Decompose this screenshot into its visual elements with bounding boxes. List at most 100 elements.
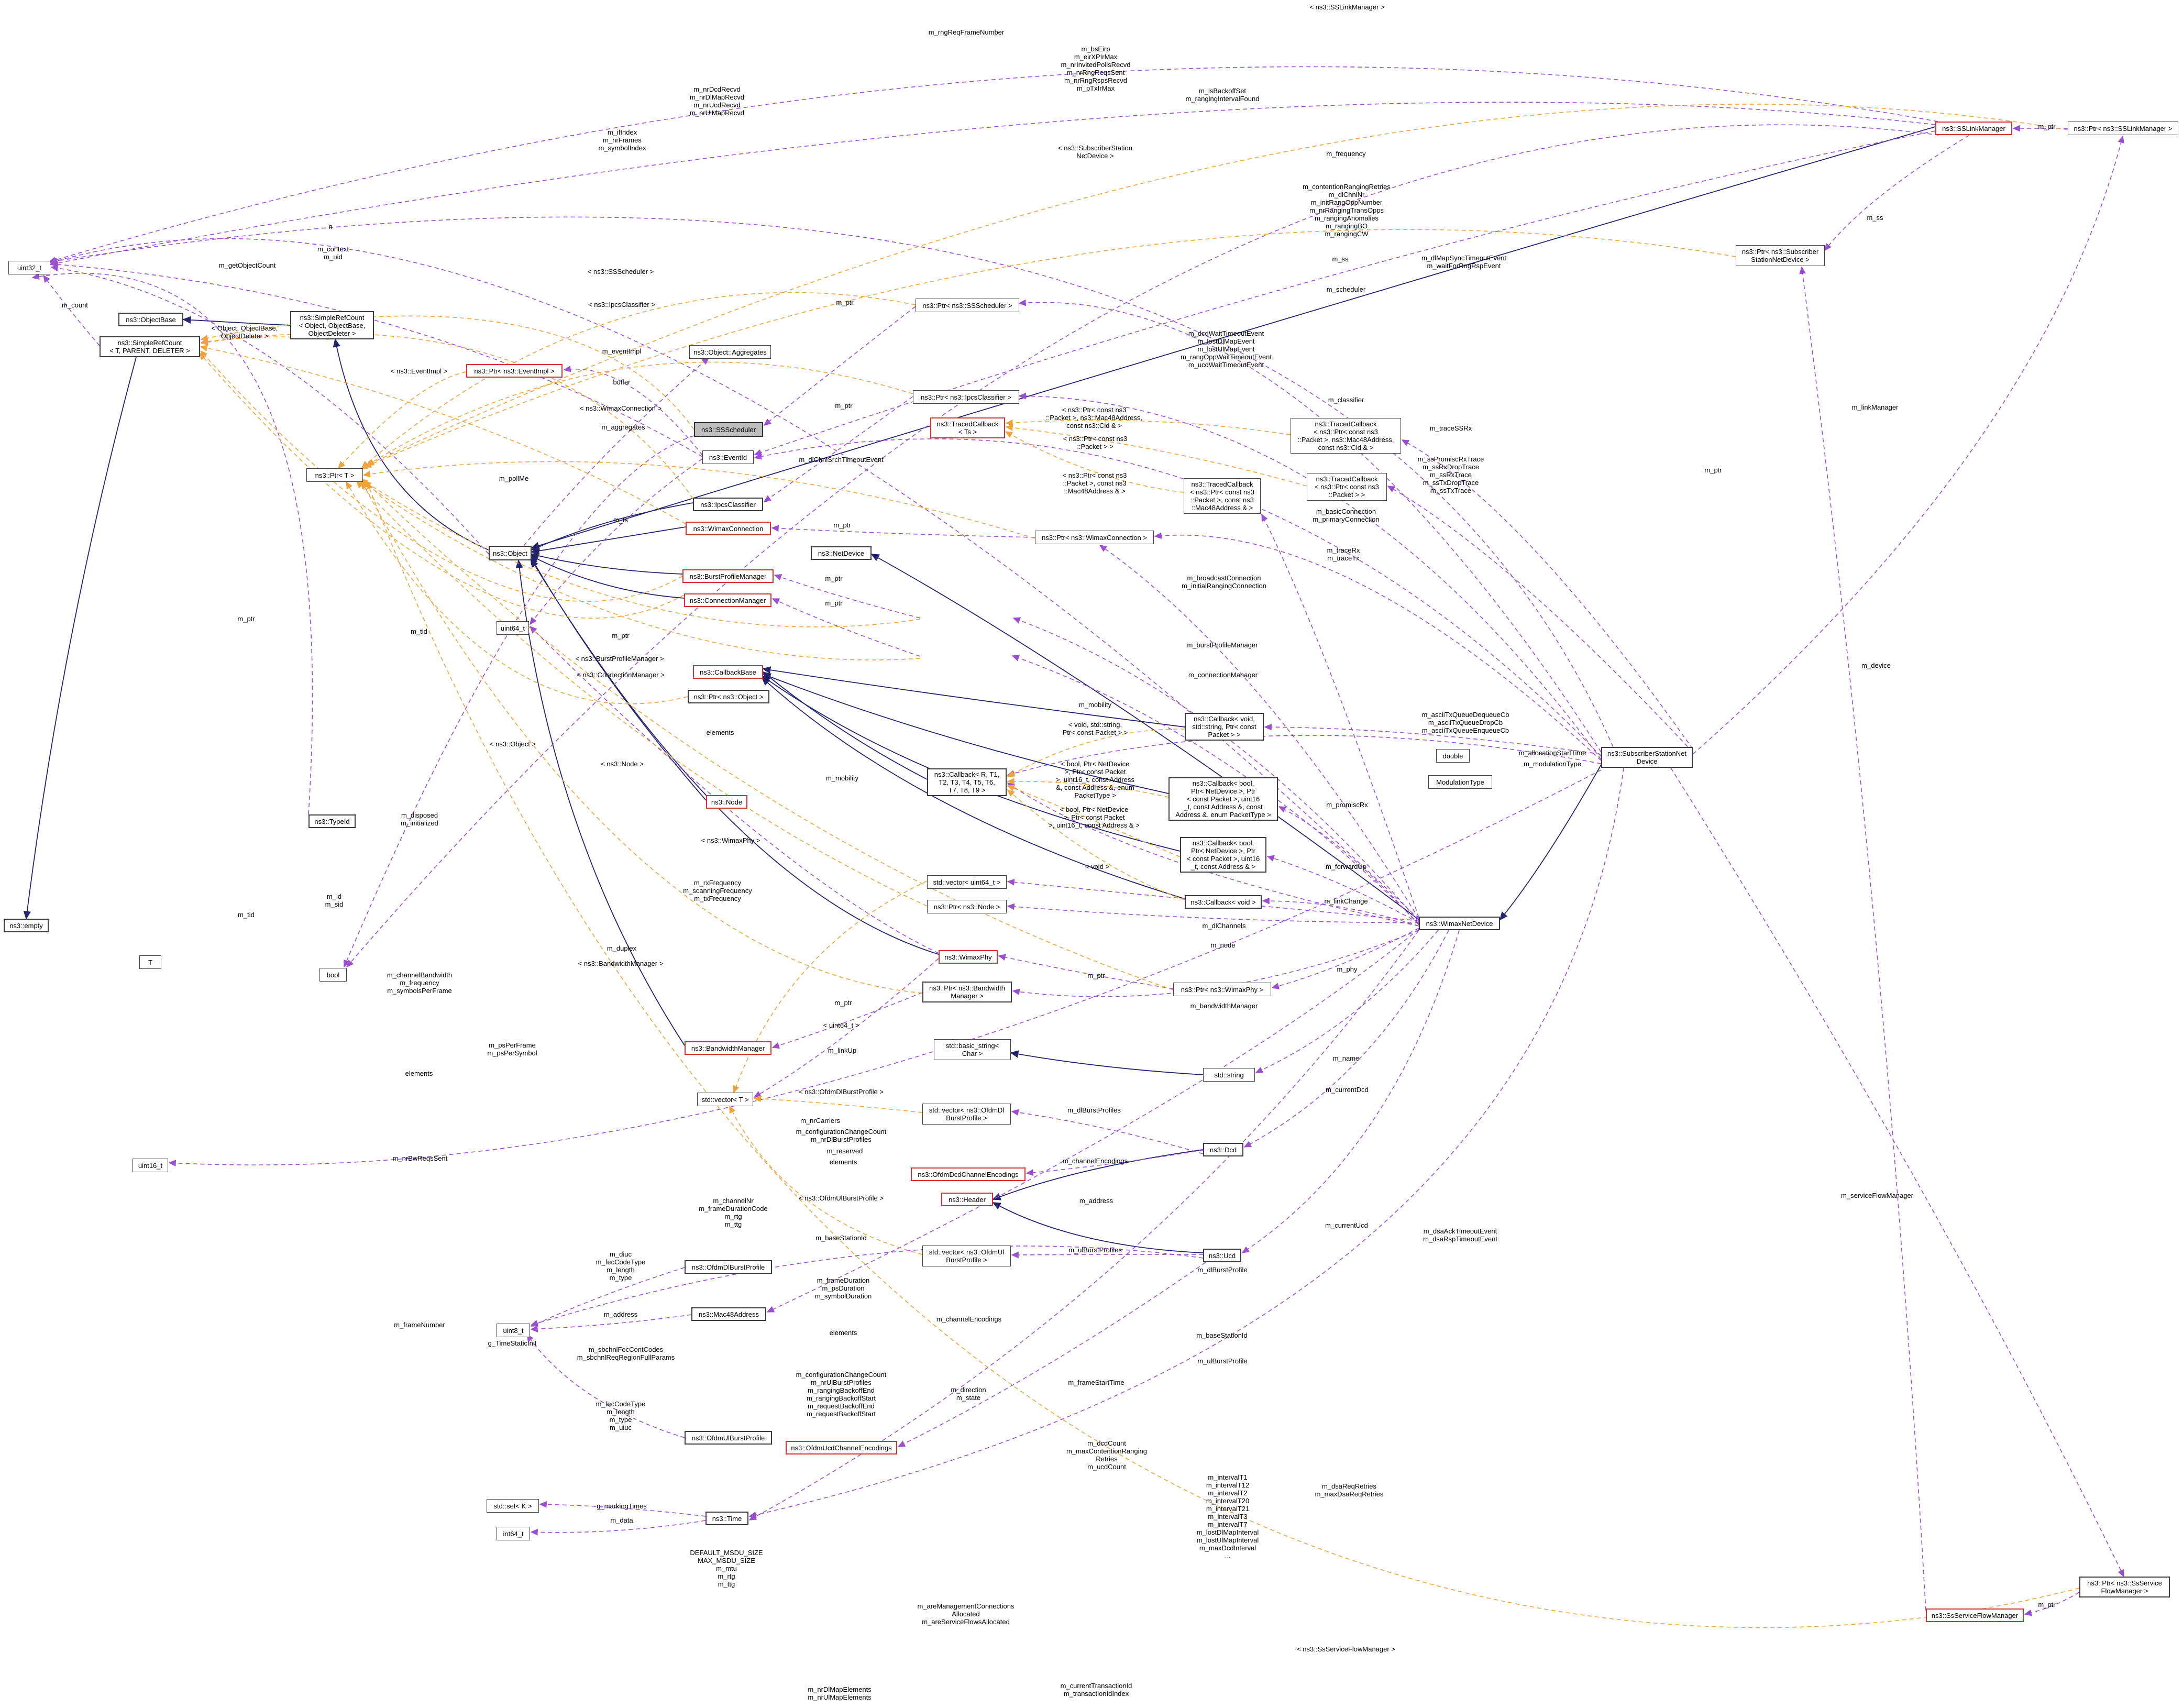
edge-label: m_ssTxTrace [1430, 487, 1472, 494]
class-node-ofdmulbp[interactable]: ns3::OfdmUlBurstProfile [685, 1431, 772, 1445]
class-node-wnd[interactable]: ns3::WimaxNetDevice [1419, 917, 1500, 930]
class-node-bpm[interactable]: ns3::BurstProfileManager [682, 569, 774, 583]
edge-label: m_mtu [716, 1564, 737, 1572]
class-node-bstring[interactable]: std::basic_string<Char > [934, 1039, 1011, 1060]
class-node-header[interactable]: ns3::Header [941, 1193, 993, 1206]
class-node-ssfm[interactable]: ns3::SsServiceFlowManager [1926, 1608, 2024, 1622]
class-node-tcb_pkt[interactable]: ns3::TracedCallback< ns3::Ptr< const ns3… [1307, 473, 1387, 501]
class-node-ptr_sssched[interactable]: ns3::Ptr< ns3::SSScheduler > [916, 299, 1019, 312]
class-node-bool[interactable]: bool [319, 968, 347, 982]
class-node-uint32_t[interactable]: uint32_t [8, 261, 50, 274]
class-node-label: ns3::TracedCallback [1191, 480, 1253, 488]
class-node-eventid[interactable]: ns3::EventId [702, 450, 754, 464]
class-node-src_obj[interactable]: ns3::SimpleRefCount< Object, ObjectBase,… [290, 311, 374, 339]
class-node-ptr_wphy[interactable]: ns3::Ptr< ns3::WimaxPhy > [1173, 983, 1271, 996]
class-node-vec_u64[interactable]: std::vector< uint64_t > [927, 875, 1007, 889]
edge-label: m_data [610, 1516, 633, 1524]
class-node-node[interactable]: ns3::Node [706, 795, 747, 809]
class-node-tcb_cid[interactable]: ns3::TracedCallback< ns3::Ptr< const ns3… [1291, 418, 1401, 454]
class-node-label: ns3::Ptr< ns3::WimaxPhy > [1181, 985, 1264, 994]
class-node-label: ns3::Ptr< ns3::Bandwidth [929, 984, 1005, 992]
class-node-cm[interactable]: ns3::ConnectionManager [684, 593, 771, 607]
class-node-ptr_eventimpl[interactable]: ns3::Ptr< ns3::EventImpl > [466, 364, 563, 378]
class-node-label: ns3::Callback< bool, [1192, 839, 1254, 847]
class-node-modtype[interactable]: ModulationType [1428, 775, 1492, 789]
class-node-sssched[interactable]: ns3::SSScheduler [694, 422, 763, 437]
edge-label: m_fecCodeType [596, 1258, 646, 1266]
class-node-uint64_t[interactable]: uint64_t [497, 621, 529, 635]
class-node-wphy[interactable]: ns3::WimaxPhy [939, 950, 998, 964]
class-node-uint8_t[interactable]: uint8_t [497, 1324, 530, 1337]
class-node-label: Address &, enum PacketType > [1175, 811, 1271, 819]
class-node-label: ns3::SsServiceFlowManager [1931, 1611, 2019, 1619]
class-node-set_k[interactable]: std::set< K > [487, 1499, 539, 1513]
class-node-cb_fwd[interactable]: ns3::Callback< bool,Ptr< NetDevice >, Pt… [1180, 837, 1266, 873]
edge-label: m_diuc [610, 1250, 632, 1258]
edge-label: m_pTxIrMax [1076, 84, 1115, 92]
class-node-cb_promisc[interactable]: ns3::Callback< bool,Ptr< NetDevice >, Pt… [1168, 777, 1278, 821]
class-node-T[interactable]: T [139, 955, 161, 969]
edge-label: m_rangOppWaitTimeoutEvent [1181, 353, 1272, 361]
class-node-tcb_ts[interactable]: ns3::TracedCallback< Ts > [930, 417, 1005, 438]
class-node-sstring[interactable]: std::string [1203, 1068, 1255, 1082]
class-node-ptr_sslm[interactable]: ns3::Ptr< ns3::SSLinkManager > [2068, 122, 2178, 135]
class-node-cb_voidstr[interactable]: ns3::Callback< void,std::string, Ptr< co… [1185, 713, 1264, 741]
class-node-mac48[interactable]: ns3::Mac48Address [691, 1307, 766, 1321]
class-node-src_t[interactable]: ns3::SimpleRefCount< T, PARENT, DELETER … [100, 336, 200, 357]
edge-label: m_channelEncodings [1062, 1157, 1128, 1165]
edge [531, 502, 693, 550]
edge-label: m_baseStationId [815, 1234, 867, 1242]
edge-label: m_dlChannels [1202, 922, 1246, 930]
edge-label: m_currentTransactionId [1060, 1682, 1132, 1690]
edge [1261, 513, 1419, 918]
class-node-ofdmdlbp[interactable]: ns3::OfdmDlBurstProfile [685, 1260, 772, 1274]
class-node-label: ns3::Object [493, 549, 527, 557]
edge [531, 126, 1936, 549]
class-node-time[interactable]: ns3::Time [705, 1512, 748, 1525]
edge [1007, 735, 1602, 777]
class-node-double[interactable]: double [1436, 749, 1470, 763]
class-node-typeid[interactable]: ns3::TypeId [308, 814, 356, 828]
class-node-ptr_node[interactable]: ns3::Ptr< ns3::Node > [927, 900, 1007, 913]
class-node-empty[interactable]: ns3::empty [4, 919, 49, 932]
edge-label: m_pollMe [499, 475, 529, 482]
edge-label: m_lostDlMapEvent [1197, 337, 1255, 345]
class-node-ofdmucd[interactable]: ns3::OfdmUcdChannelEncodings [786, 1441, 897, 1454]
edge-label: m_ptr [2038, 123, 2056, 130]
class-node-tcb_mac[interactable]: ns3::TracedCallback< ns3::Ptr< const ns3… [1184, 478, 1261, 514]
class-node-ipcs[interactable]: ns3::IpcsClassifier [693, 498, 763, 511]
class-node-ofdmdcd[interactable]: ns3::OfdmDcdChannelEncodings [911, 1167, 1026, 1181]
class-node-cbbase[interactable]: ns3::CallbackBase [693, 665, 763, 679]
edge-label: m_nrDlMapElements [808, 1685, 872, 1693]
class-node-ucd[interactable]: ns3::Ucd [1203, 1249, 1241, 1262]
class-node-objectbase[interactable]: ns3::ObjectBase [118, 313, 183, 326]
edge-label: m_txFrequency [694, 895, 741, 902]
edge-label: m_ptr [1704, 466, 1722, 474]
class-node-ptr_ipcs[interactable]: ns3::Ptr< ns3::IpcsClassifier > [913, 390, 1019, 404]
class-node-cb_r[interactable]: ns3::Callback< R, T1,T2, T3, T4, T5, T6,… [927, 768, 1007, 796]
class-node-uint16_t[interactable]: uint16_t [133, 1159, 168, 1172]
class-node-int64_t[interactable]: int64_t [497, 1527, 530, 1540]
class-node-bwm[interactable]: ns3::BandwidthManager [685, 1041, 771, 1055]
class-node-dcd[interactable]: ns3::Dcd [1203, 1143, 1243, 1156]
class-node-vec_t[interactable]: std::vector< T > [697, 1093, 753, 1106]
class-node-object[interactable]: ns3::Object [489, 546, 532, 560]
class-node-netdevice[interactable]: ns3::NetDevice [811, 546, 872, 560]
edge-label: m_symbolsPerFrame [387, 987, 452, 995]
class-node-sslm[interactable]: ns3::SSLinkManager [1935, 122, 2012, 135]
class-node-wimaxconn[interactable]: ns3::WimaxConnection [686, 522, 771, 535]
edge [762, 673, 1169, 794]
class-node-ptr_t[interactable]: ns3::Ptr< T > [306, 468, 363, 482]
class-node-cb_void[interactable]: ns3::Callback< void > [1185, 895, 1262, 909]
class-node-ptr_object[interactable]: ns3::Ptr< ns3::Object > [688, 690, 769, 703]
class-node-ptr_wconn[interactable]: ns3::Ptr< ns3::WimaxConnection > [1035, 531, 1154, 544]
edge-label: m_traceRx [1327, 546, 1360, 554]
edge-label: m_basicConnection [1316, 508, 1376, 515]
class-node-aggregates[interactable]: ns3::Object::Aggregates [689, 345, 771, 359]
